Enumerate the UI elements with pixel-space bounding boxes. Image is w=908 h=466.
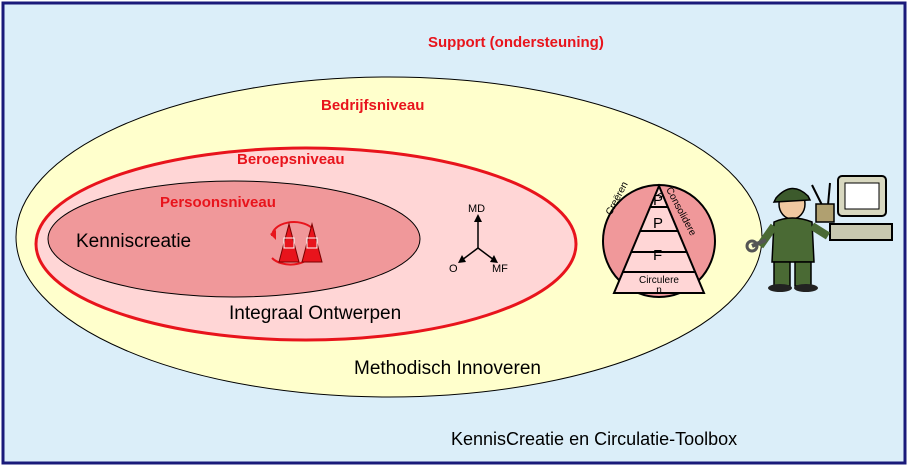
pyramid-circle-icon — [602, 183, 716, 298]
pyramid-top-label: P — [653, 192, 664, 209]
knowledge-creation-icon — [270, 221, 323, 266]
axes-icon — [458, 214, 498, 263]
pyramid-middle-label: P — [653, 215, 664, 232]
integraal-ontwerpen-label: Integraal Ontwerpen — [229, 303, 402, 324]
toolbox-caption: KennisCreatie en Circulatie-Toolbox — [451, 429, 738, 449]
axis-o-label: O — [449, 263, 458, 275]
profession-level-label: Beroepsniveau — [237, 151, 345, 168]
person-level-ellipse — [47, 180, 421, 298]
methodisch-innoveren-label: Methodisch Innoveren — [354, 358, 541, 379]
axis-mf-label: MF — [492, 263, 508, 275]
axis-md-label: MD — [468, 203, 486, 215]
pyramid-lower-label: F — [653, 247, 663, 264]
support-level-label: Support (ondersteuning) — [428, 34, 604, 51]
kenniscreatie-label: Kenniscreatie — [76, 231, 192, 252]
person-level-label: Persoonsniveau — [160, 194, 276, 211]
company-level-label: Bedrijfsniveau — [321, 97, 425, 114]
pyramid-base-label: Circulere n — [638, 275, 679, 296]
technician-toolbox-icon — [745, 175, 893, 292]
